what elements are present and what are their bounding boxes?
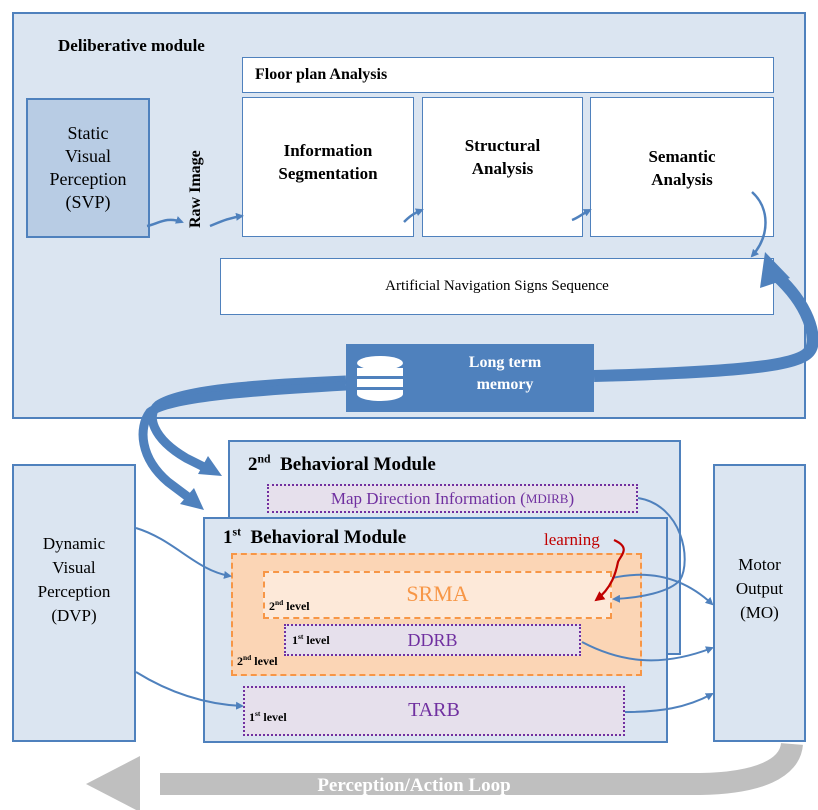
ddrb-level-label: 1st level — [292, 632, 330, 647]
info-seg-line-2: Segmentation — [278, 164, 378, 183]
mdirb-box: Map Direction Information (MDIRB) — [267, 484, 638, 513]
learning-arrow — [594, 538, 625, 602]
dvp-line-2: Visual — [52, 558, 96, 577]
static-visual-perception-box: Static Visual Perception (SVP) — [26, 98, 150, 238]
long-term-memory-block — [346, 344, 594, 412]
info-seg-line-1: Information — [283, 141, 373, 160]
dvp-to-tarb-arrow — [135, 671, 244, 710]
srma-level-label: 2nd level — [269, 598, 310, 613]
mdirb-to-srma-arrow — [612, 497, 686, 603]
dynamic-visual-perception-box: Dynamic Visual Perception (DVP) — [12, 464, 136, 742]
dvp-line-1: Dynamic — [42, 534, 106, 553]
perception-action-loop-arrow — [86, 741, 803, 810]
second-behavioral-module-title: 2nd Behavioral Module — [248, 452, 436, 475]
sequence-to-memory-arrow — [593, 252, 818, 382]
memory-to-modules-arrows — [138, 375, 347, 510]
ltm-line-2: memory — [476, 376, 534, 393]
structural-line-1: Structural — [464, 136, 541, 155]
structural-line-2: Analysis — [471, 159, 534, 178]
semantic-analysis-box: Semantic Analysis — [590, 97, 774, 237]
ddrb-label: DDRB — [407, 630, 458, 650]
svp-line-1: Static — [67, 123, 109, 143]
long-term-memory-label: Long term memory — [425, 352, 585, 396]
svp-line-3: Perception — [49, 169, 127, 189]
ddrb-to-mo-arrow — [581, 641, 714, 662]
tarb-level-label: 1st level — [249, 709, 287, 724]
raw-image-label: Raw Image — [187, 150, 204, 228]
raw-image-to-segmentation-arrow — [209, 212, 244, 228]
learning-label: learning — [544, 530, 600, 549]
segmentation-to-structural-arrow — [403, 208, 424, 223]
perception-action-loop-label: Perception/Action Loop — [317, 775, 510, 796]
srma-to-mo-arrow — [611, 573, 714, 606]
information-segmentation-box: Information Segmentation — [242, 97, 414, 237]
database-icon — [357, 356, 403, 401]
mo-line-1: Motor — [738, 555, 781, 574]
motor-output-box: Motor Output (MO) — [713, 464, 806, 742]
semantic-line-1: Semantic — [648, 147, 716, 166]
first-behavioral-module-title: 1st Behavioral Module — [223, 525, 407, 548]
floor-plan-analysis-title: Floor plan Analysis — [242, 57, 774, 93]
srma-box: SRMA 2nd level — [263, 571, 612, 619]
ltm-line-1: Long term — [468, 354, 542, 371]
tarb-label: TARB — [408, 699, 460, 721]
structural-to-semantic-arrow — [571, 208, 592, 222]
dvp-line-3: Perception — [37, 582, 111, 601]
svp-line-4: (SVP) — [65, 192, 111, 212]
structural-analysis-box: Structural Analysis — [422, 97, 583, 237]
navigation-signs-sequence-box: Artificial Navigation Signs Sequence — [220, 258, 774, 315]
svp-to-raw-image-arrow — [146, 216, 184, 228]
orange-group-level-label: 2nd level — [237, 653, 278, 668]
tarb-box: TARB 1st level — [243, 686, 625, 736]
mo-line-3: (MO) — [740, 603, 779, 622]
semantic-line-2: Analysis — [651, 170, 713, 189]
semantic-to-sequence-arrow — [750, 191, 767, 258]
dvp-to-orange-group-arrow — [135, 527, 232, 579]
ddrb-box: DDRB 1st level — [284, 624, 581, 656]
deliberative-module-title: Deliberative module — [58, 36, 205, 55]
svp-line-2: Visual — [65, 146, 111, 166]
dvp-line-4: (DVP) — [51, 606, 97, 625]
srma-label: SRMA — [406, 581, 469, 606]
tarb-to-mo-arrow — [624, 693, 714, 713]
mo-line-2: Output — [735, 579, 784, 598]
